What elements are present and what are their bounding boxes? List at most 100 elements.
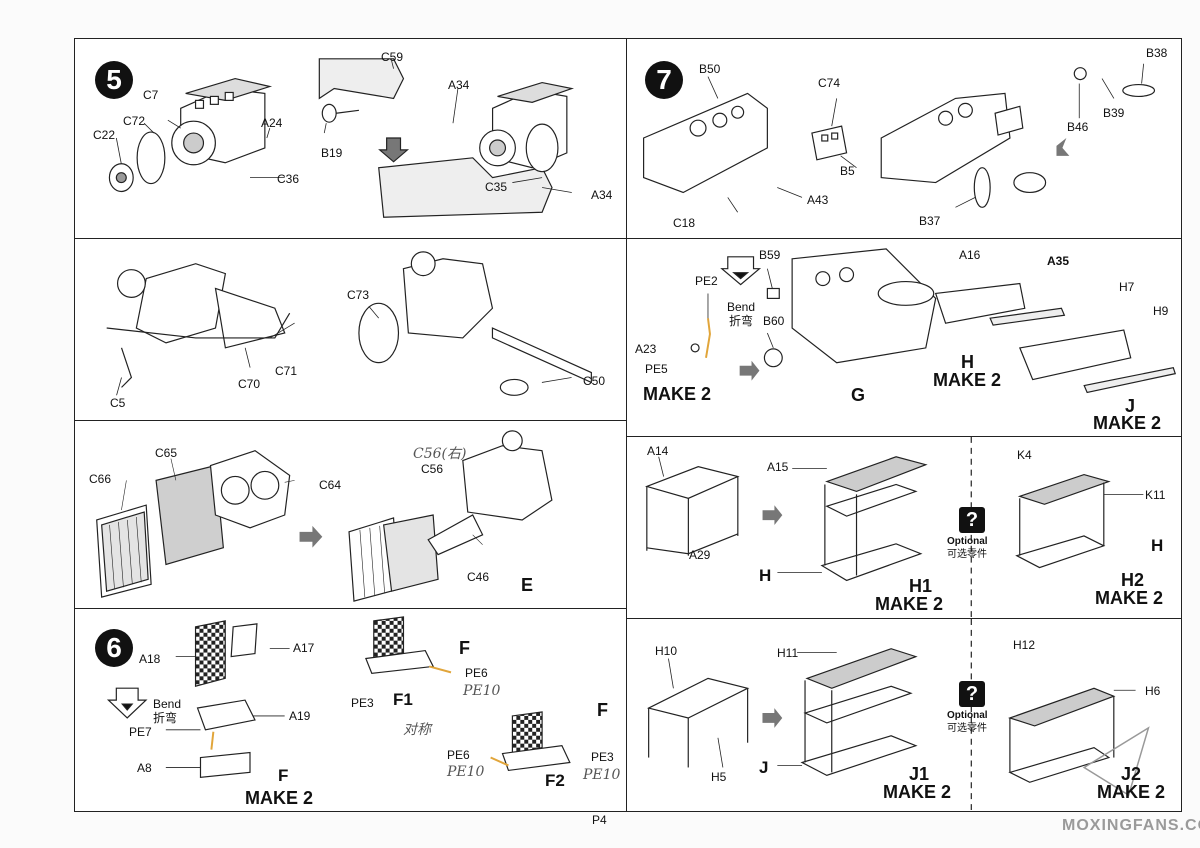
handwritten-symmetric-note: 对称 xyxy=(403,722,431,738)
assembly-label-j1: J1 xyxy=(909,764,930,784)
watermark-text: MOXINGFANS.COM xyxy=(1062,817,1200,834)
part-label-a34-top: A34 xyxy=(448,78,470,92)
step-5-panel: 5 C7 C72 C22 A24 C36 C59 A34 B19 C35 A34 xyxy=(74,38,628,240)
part-label-pe6-f2: PE6 xyxy=(447,748,470,762)
rack-h-drawing xyxy=(644,437,1144,619)
part-label-k11: K11 xyxy=(1145,488,1166,502)
assembly-label-h-right: H xyxy=(1151,536,1164,555)
part-label-a24: A24 xyxy=(261,116,283,130)
step-7b-panel: PE2 Bend 折弯 A23 PE5 MAKE 2 B59 B60 G A16… xyxy=(626,238,1182,438)
part-label-a23: A23 xyxy=(635,342,657,356)
assembly-label-h-left: H xyxy=(759,566,772,585)
part-label-a34-bottom: A34 xyxy=(591,188,613,202)
bend-label-cn: 折弯 xyxy=(729,314,754,328)
page-number: P4 xyxy=(592,813,607,827)
part-label-a18: A18 xyxy=(139,652,161,666)
part-label-h12: H12 xyxy=(1013,638,1036,652)
dash-frame-drawing xyxy=(690,248,1177,394)
h2-make-2-note: MAKE 2 xyxy=(1095,588,1164,608)
step-number-badge: 6 xyxy=(95,629,133,667)
part-label-c18: C18 xyxy=(673,216,696,230)
part-label-h10: H10 xyxy=(655,644,678,658)
h1-make-2-note: MAKE 2 xyxy=(875,594,944,614)
part-label-c74: C74 xyxy=(818,76,841,90)
optional-question-icon: ? xyxy=(959,681,985,707)
assembly-label-e: E xyxy=(521,575,534,595)
handwritten-pe10-f2-left: PE10 xyxy=(447,764,485,780)
radiator-drawing xyxy=(96,430,553,602)
assembly-label-h1: H1 xyxy=(909,576,933,596)
optional-question-icon: ? xyxy=(959,507,985,533)
part-label-k4: K4 xyxy=(1017,448,1032,462)
h-make-2-note: MAKE 2 xyxy=(933,370,1002,390)
assembly-label-j: J xyxy=(1125,396,1136,416)
part-label-c46: C46 xyxy=(467,570,490,584)
part-label-h7: H7 xyxy=(1119,280,1135,294)
part-label-c36: C36 xyxy=(277,172,300,186)
assembly-label-h2: H2 xyxy=(1121,570,1145,590)
part-label-b19: B19 xyxy=(321,146,343,160)
part-label-b59: B59 xyxy=(759,248,781,262)
j2-make-2-note: MAKE 2 xyxy=(1097,782,1166,802)
handwritten-note-c56: C56(右) xyxy=(413,446,467,462)
bend-label-cn: 折弯 xyxy=(153,711,178,725)
f1-letter-f: F xyxy=(459,638,470,658)
engine-gearbox-drawing xyxy=(108,58,575,218)
part-label-a35: A35 xyxy=(1047,254,1070,268)
dashboard-drawing xyxy=(643,63,1156,213)
part-label-a29: A29 xyxy=(689,548,711,562)
assembly-label-j-left: J xyxy=(759,758,769,777)
make-2-note: MAKE 2 xyxy=(643,384,712,404)
assembly-label-f2: F2 xyxy=(545,771,565,790)
assembly-label-f1: F1 xyxy=(393,690,413,709)
part-label-c70: C70 xyxy=(238,377,261,391)
part-label-c65: C65 xyxy=(155,446,178,460)
part-label-pe3-f1: PE3 xyxy=(351,696,374,710)
step-7d-panel: H10 H5 H11 J J1 MAKE 2 ? Optional 可选零件 H… xyxy=(626,618,1182,812)
assembly-label-h: H xyxy=(961,352,974,372)
part-label-pe3-f2: PE3 xyxy=(591,750,614,764)
part-label-b5: B5 xyxy=(840,164,855,178)
bend-label: Bend xyxy=(727,300,756,314)
part-label-c72: C72 xyxy=(123,114,146,128)
seat-drawing xyxy=(106,616,571,778)
part-label-b37: B37 xyxy=(919,214,941,228)
assembly-label-f: F xyxy=(278,766,289,785)
part-label-b39: B39 xyxy=(1103,106,1125,120)
f2-letter-f: F xyxy=(597,700,608,720)
step-6-panel: 6 A18 A17 A19 Bend 折弯 PE7 A8 F MAKE 2 F … xyxy=(74,608,628,812)
part-label-h6: H6 xyxy=(1145,684,1161,698)
part-label-c59: C59 xyxy=(381,50,404,64)
part-label-a19: A19 xyxy=(289,709,311,723)
handwritten-pe10-f2-right: PE10 xyxy=(583,767,621,783)
step-7c-panel: A14 A29 H A15 H1 MAKE 2 ? Optional 可选零件 … xyxy=(626,436,1182,620)
j1-make-2-note: MAKE 2 xyxy=(883,782,952,802)
part-label-a17: A17 xyxy=(293,641,315,655)
part-label-c5: C5 xyxy=(110,396,126,410)
part-label-c64: C64 xyxy=(319,478,342,492)
optional-label: Optional xyxy=(947,536,988,547)
part-label-a15: A15 xyxy=(767,460,789,474)
part-label-pe6-f1: PE6 xyxy=(465,666,488,680)
part-label-h5: H5 xyxy=(711,770,727,784)
step-5c-panel: C65 C66 C64 C56(右) C56 C46 E xyxy=(74,420,628,610)
rack-j-drawing xyxy=(646,619,1150,811)
part-label-c66: C66 xyxy=(89,472,112,486)
part-label-pe2: PE2 xyxy=(695,274,718,288)
part-label-h11: H11 xyxy=(777,646,799,660)
part-label-c35: C35 xyxy=(485,180,508,194)
optional-label-cn: 可选零件 xyxy=(947,723,987,734)
part-label-a43: A43 xyxy=(807,193,829,207)
part-label-pe7: PE7 xyxy=(129,725,152,739)
optional-label-cn: 可选零件 xyxy=(947,549,987,560)
optional-label: Optional xyxy=(947,710,988,721)
part-label-h9: H9 xyxy=(1153,304,1169,318)
step-5b-panel: C71 C70 C5 C73 C50 xyxy=(74,238,628,422)
part-label-b38: B38 xyxy=(1146,46,1168,60)
part-label-b60: B60 xyxy=(763,314,785,328)
bend-label: Bend xyxy=(153,697,182,711)
part-label-c7: C7 xyxy=(143,88,159,102)
engine-exhaust-drawing xyxy=(106,251,592,396)
part-label-c50: C50 xyxy=(583,374,606,388)
